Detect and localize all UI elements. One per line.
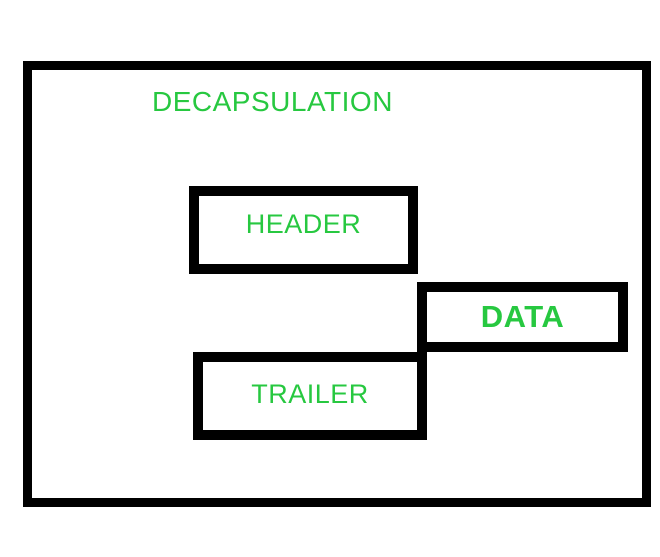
- outer-frame: [23, 61, 651, 507]
- data-box: DATA: [417, 282, 628, 352]
- header-label: HEADER: [245, 208, 362, 239]
- data-label: DATA: [480, 299, 565, 334]
- trailer-label: TRAILER: [251, 378, 369, 409]
- diagram-title: DECAPSULATION: [152, 86, 393, 117]
- trailer-box: TRAILER: [193, 352, 427, 440]
- header-box: HEADER: [189, 186, 418, 274]
